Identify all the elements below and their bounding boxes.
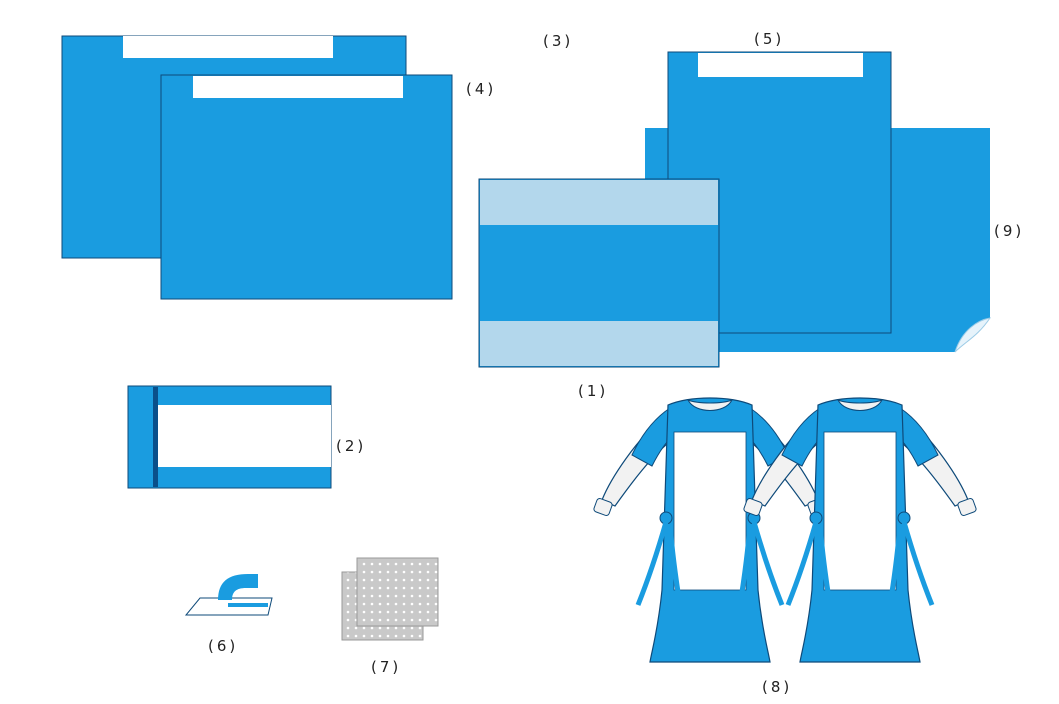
drape-4-front — [160, 74, 453, 300]
label-3: (3) — [543, 32, 573, 50]
drape-2 — [127, 385, 332, 489]
label-2: (2) — [336, 437, 366, 455]
label-4: (4) — [466, 80, 496, 98]
gauze-7 — [341, 557, 439, 641]
label-6: (6) — [208, 637, 238, 655]
label-9: (9) — [994, 222, 1024, 240]
label-7: (7) — [371, 658, 401, 676]
label-1: (1) — [578, 382, 608, 400]
label-8: (8) — [762, 678, 792, 696]
drape-1 — [478, 178, 720, 368]
label-5: (5) — [754, 30, 784, 48]
tape-6 — [184, 574, 273, 616]
